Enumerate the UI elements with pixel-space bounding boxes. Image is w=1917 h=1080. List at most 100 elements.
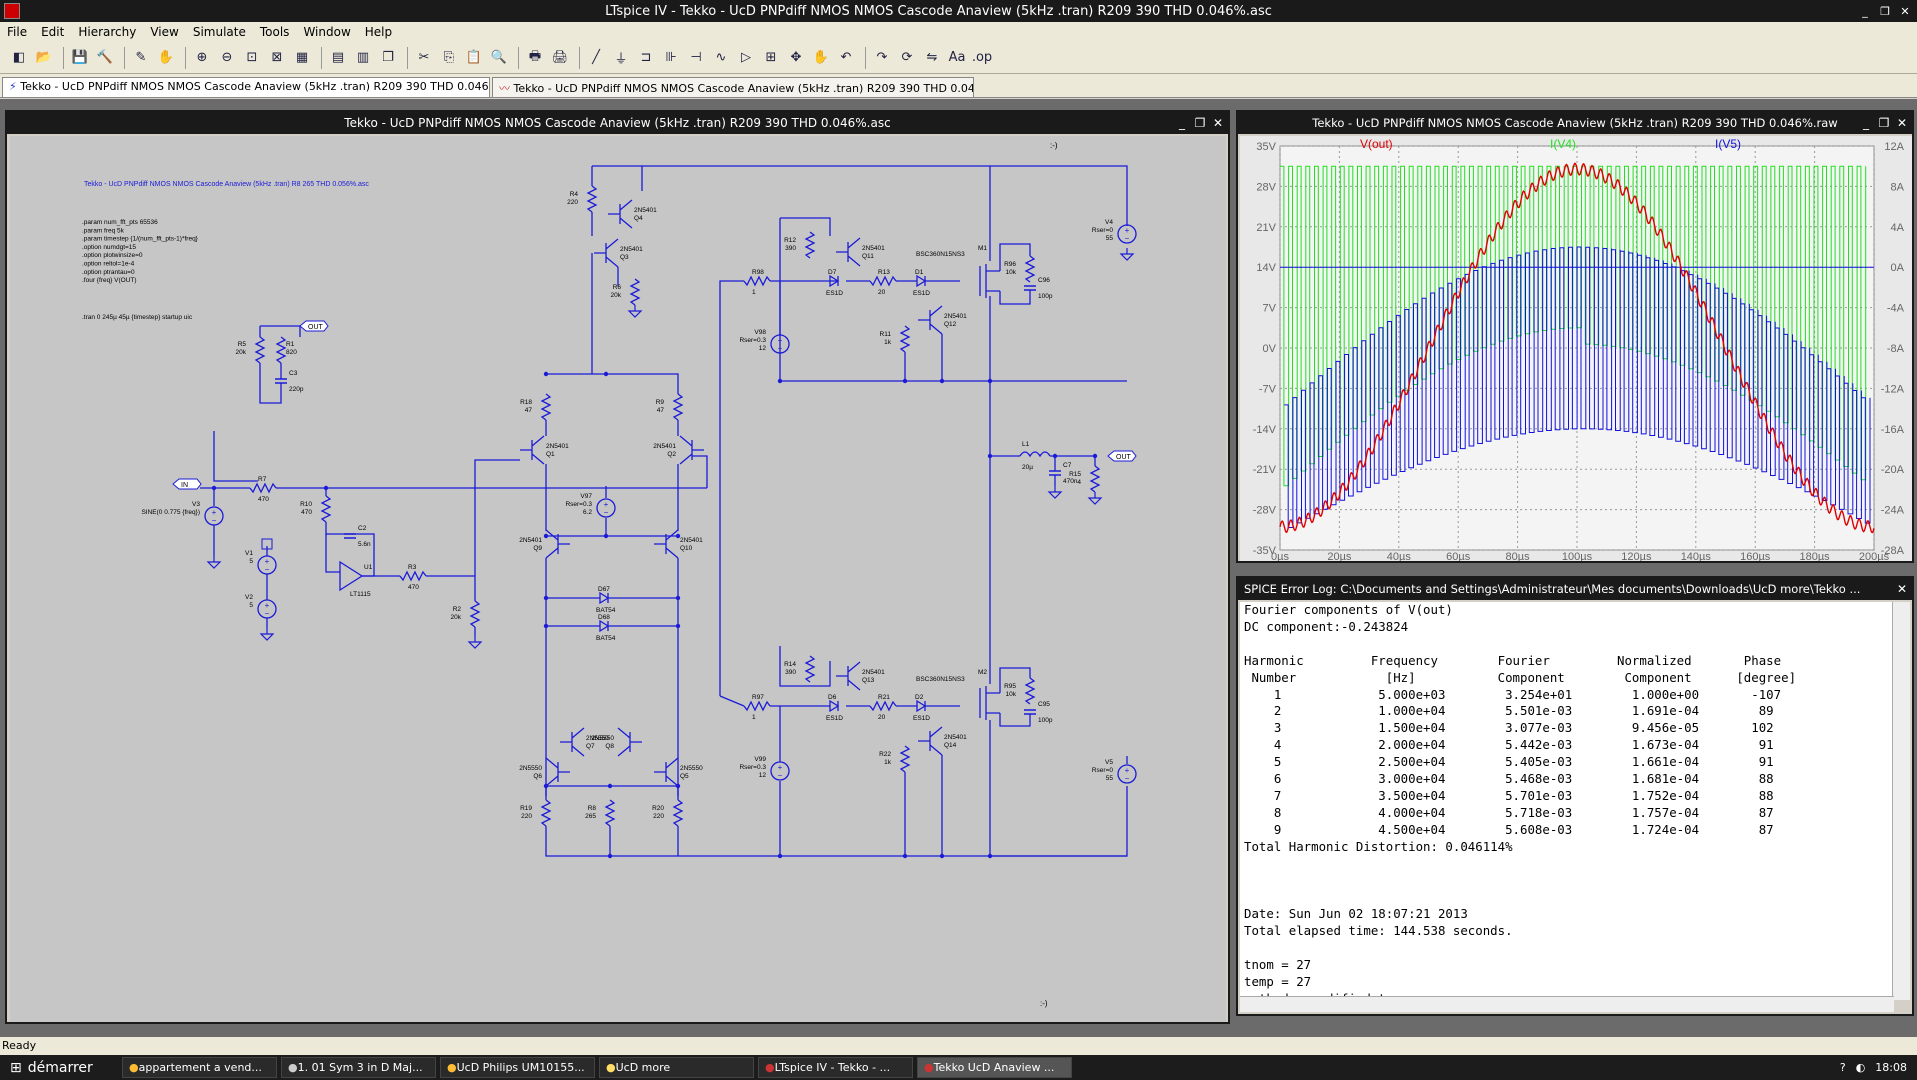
taskbar-item[interactable]: ● 1. 01 Sym 3 in D Maj... xyxy=(281,1057,436,1078)
close-icon[interactable]: ✕ xyxy=(1900,4,1910,18)
transistor-symbol[interactable] xyxy=(545,529,570,559)
taskbar-item[interactable]: ● LTspice IV - Tekko - ... xyxy=(758,1057,913,1078)
mirror-icon[interactable]: ⇋ xyxy=(926,50,938,65)
tab-waveform[interactable]: 〰 Tekko - UcD PNPdiff NMOS NMOS Cascode … xyxy=(492,77,974,97)
wire-icon[interactable]: ╱ xyxy=(592,50,600,65)
autorange-icon[interactable]: ▦ xyxy=(295,50,309,65)
resistor-symbol[interactable] xyxy=(899,745,911,773)
log-text[interactable]: Fourier components of V(out)DC component… xyxy=(1240,602,1894,1000)
transistor-symbol[interactable] xyxy=(520,435,545,465)
resistor-symbol[interactable] xyxy=(469,600,481,628)
inductor-symbol[interactable] xyxy=(1019,451,1051,458)
restore-icon[interactable]: ❐ xyxy=(1880,4,1890,18)
diode-symbol[interactable] xyxy=(599,619,610,633)
spice-directive-icon[interactable]: .op xyxy=(971,50,993,65)
transistor-symbol[interactable] xyxy=(617,727,642,757)
log-vertical-scrollbar[interactable] xyxy=(1892,602,1910,1000)
resistor-symbol[interactable] xyxy=(899,325,911,353)
resistor-symbol[interactable] xyxy=(869,700,897,712)
log-window-titlebar[interactable]: SPICE Error Log: C:\Documents and Settin… xyxy=(1238,578,1912,600)
voltage-source-symbol[interactable] xyxy=(596,498,616,518)
cut-icon[interactable]: ✂ xyxy=(418,50,430,65)
taskbar-item[interactable]: ● UcD more xyxy=(599,1057,754,1078)
diode-symbol[interactable] xyxy=(916,699,927,713)
help-icon[interactable]: ? xyxy=(1839,1061,1846,1074)
transistor-symbol[interactable] xyxy=(654,529,679,559)
schematic-window[interactable]: Tekko - UcD PNPdiff NMOS NMOS Cascode An… xyxy=(5,110,1230,1024)
paste-icon[interactable]: 📋 xyxy=(465,50,483,65)
resistor-symbol[interactable] xyxy=(254,336,266,364)
minimize-icon[interactable]: _ xyxy=(1179,116,1185,130)
menu-file[interactable]: File xyxy=(7,25,28,39)
transistor-symbol[interactable] xyxy=(836,237,861,267)
copy-icon[interactable]: ⎘ xyxy=(443,50,455,65)
resistor-symbol[interactable] xyxy=(672,799,684,827)
resistor-symbol[interactable] xyxy=(586,185,598,213)
resistor-symbol[interactable] xyxy=(1024,677,1036,705)
diode-symbol[interactable] xyxy=(916,274,927,288)
spice-directive[interactable]: .param num_fft_pts 65536 xyxy=(82,219,158,226)
spice-directive[interactable]: .option ptrantau=0 xyxy=(82,269,135,276)
waveform-window[interactable]: Tekko - UcD PNPdiff NMOS NMOS Cascode An… xyxy=(1236,110,1914,563)
taskbar-item[interactable]: ● UcD Philips UM10155... xyxy=(440,1057,595,1078)
schematic-window-titlebar[interactable]: Tekko - UcD PNPdiff NMOS NMOS Cascode An… xyxy=(7,112,1228,134)
waveform-window-titlebar[interactable]: Tekko - UcD PNPdiff NMOS NMOS Cascode An… xyxy=(1238,112,1912,134)
transistor-symbol[interactable] xyxy=(836,661,861,691)
spice-directive[interactable]: .param freq 5k xyxy=(82,227,125,234)
minimize-icon[interactable]: _ xyxy=(1862,4,1868,18)
net-label-flag[interactable] xyxy=(172,478,202,490)
resistor-icon[interactable]: ⊪ xyxy=(665,50,677,65)
transistor-symbol[interactable] xyxy=(594,238,619,268)
resistor-symbol[interactable] xyxy=(1089,465,1101,493)
voltage-source-symbol[interactable] xyxy=(257,599,277,619)
mosfet-symbol[interactable] xyxy=(979,264,1000,298)
drag-icon[interactable]: ✋ xyxy=(812,50,830,65)
tile-horizontal-icon[interactable]: ▤ xyxy=(331,50,345,65)
schematic-drawing[interactable]: Tekko - UcD PNPdiff NMOS NMOS Cascode An… xyxy=(10,136,1226,1022)
transistor-symbol[interactable] xyxy=(654,757,679,787)
undo-icon[interactable]: ↶ xyxy=(840,50,852,65)
tab-schematic[interactable]: ⚡ Tekko - UcD PNPdiff NMOS NMOS Cascode … xyxy=(2,77,490,97)
net-label-flag[interactable] xyxy=(1107,450,1137,462)
voltage-source-symbol[interactable] xyxy=(1117,764,1137,784)
spice-directive[interactable]: .option numdgt=15 xyxy=(82,244,136,251)
voltage-source-symbol[interactable] xyxy=(204,506,224,526)
run-icon[interactable]: ✎ xyxy=(135,50,147,65)
capacitor-icon[interactable]: ⊣ xyxy=(690,50,702,65)
resistor-symbol[interactable] xyxy=(743,275,771,287)
zoom-fit-icon[interactable]: ⊡ xyxy=(246,50,258,65)
volume-icon[interactable]: ◐ xyxy=(1855,1061,1866,1074)
resistor-symbol[interactable] xyxy=(804,655,816,683)
menu-view[interactable]: View xyxy=(150,25,179,39)
menu-window[interactable]: Window xyxy=(303,25,351,39)
log-horizontal-scrollbar[interactable] xyxy=(1240,996,1894,1012)
resistor-symbol[interactable] xyxy=(1024,255,1036,283)
resistor-symbol[interactable] xyxy=(629,278,641,306)
net-label-flag[interactable] xyxy=(299,320,329,332)
zoom-out-icon[interactable]: ⊖ xyxy=(221,50,233,65)
zoom-in-icon[interactable]: ⊕ xyxy=(196,50,208,65)
menu-hierarchy[interactable]: Hierarchy xyxy=(78,25,137,39)
ground-icon[interactable]: ⏚ xyxy=(614,52,628,67)
schematic-canvas[interactable]: Tekko - UcD PNPdiff NMOS NMOS Cascode An… xyxy=(10,136,1226,1022)
open-icon[interactable]: 📂 xyxy=(35,50,53,65)
resistor-symbol[interactable] xyxy=(672,393,684,421)
legend-label[interactable]: V(out) xyxy=(1360,137,1393,151)
transistor-symbol[interactable] xyxy=(545,757,570,787)
cascade-icon[interactable]: ❐ xyxy=(382,50,394,65)
zoom-cancel-icon[interactable]: ⊠ xyxy=(271,50,283,65)
print-icon[interactable]: 🖶 xyxy=(528,48,542,64)
inductor-icon[interactable]: ∿ xyxy=(715,50,727,65)
new-schematic-icon[interactable]: ◧ xyxy=(12,50,26,65)
taskbar-item[interactable]: ● appartement a vend... xyxy=(122,1057,277,1078)
resistor-symbol[interactable] xyxy=(804,231,816,259)
resistor-symbol[interactable] xyxy=(540,799,552,827)
ltspice-app-icon[interactable] xyxy=(4,3,20,19)
voltage-source-symbol[interactable] xyxy=(257,555,277,575)
resistor-symbol[interactable] xyxy=(320,495,332,523)
resistor-symbol[interactable] xyxy=(604,799,616,827)
opamp-symbol[interactable] xyxy=(339,560,364,592)
legend-label[interactable]: I(V5) xyxy=(1715,137,1741,151)
voltage-source-symbol[interactable] xyxy=(1117,224,1137,244)
resistor-symbol[interactable] xyxy=(540,393,552,421)
